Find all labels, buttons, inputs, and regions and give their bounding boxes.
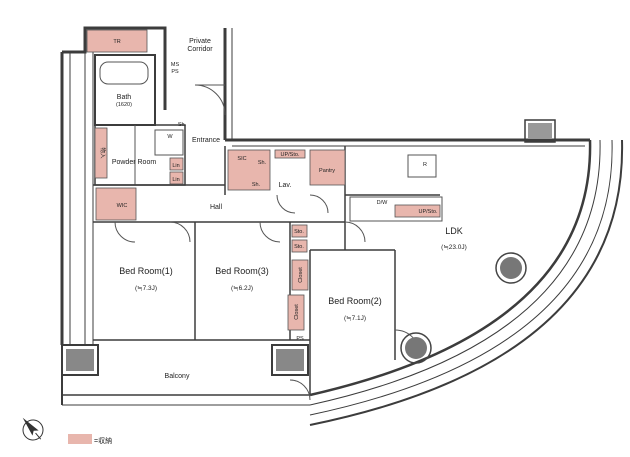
outer-walls: [60, 26, 624, 426]
label-tr: TR: [113, 39, 120, 45]
label-storage-vertical: 物入: [99, 147, 107, 159]
label-r: R: [423, 162, 427, 168]
label-bath: Bath: [117, 94, 132, 101]
label-bed1-area: (≒7.3J): [135, 285, 157, 292]
label-dw: D/W: [377, 200, 389, 206]
label-ms: MS: [171, 62, 180, 68]
label-w: W: [167, 134, 173, 140]
legend: =収納: [68, 434, 112, 445]
north-arrow-icon: [22, 417, 44, 441]
storage-tr: [86, 29, 148, 53]
label-bath-size: (1620): [116, 102, 132, 108]
storage-closet1: [291, 259, 309, 291]
label-bed3: Bed Room(3): [215, 266, 269, 276]
label-bed1: Bed Room(1): [119, 266, 173, 276]
toilet-cell: [407, 154, 437, 178]
interior-walls: [61, 54, 556, 395]
label-sh-entrance: Sh.: [178, 122, 187, 128]
label-ldk: LDK: [445, 226, 463, 236]
bathtub: [99, 61, 149, 85]
label-bed3-area: (≒6.2J): [231, 285, 253, 292]
label-sto2: Sto.: [294, 244, 304, 250]
label-sic-sh1: Sh.: [258, 160, 267, 166]
label-sic: SIC: [237, 156, 246, 162]
label-entrance: Entrance: [192, 137, 220, 144]
door-swings: [114, 84, 421, 401]
label-lin1: Lin: [172, 163, 179, 169]
label-bed2: Bed Room(2): [328, 296, 382, 306]
label-hall: Hall: [210, 204, 223, 211]
storage-vertical: [94, 127, 108, 179]
label-ps-mid: PS: [296, 336, 304, 342]
label-ps-top: PS: [171, 69, 179, 75]
label-pantry: Pantry: [319, 168, 335, 174]
legend-swatch: [68, 434, 92, 444]
label-balcony: Balcony: [165, 373, 190, 380]
storage-pantry: [309, 149, 346, 186]
storage-areas: [86, 29, 441, 331]
label-lin2: Lin: [172, 177, 179, 183]
label-sic-sh2: Sh.: [252, 182, 261, 188]
storage-sto1: [291, 224, 308, 238]
label-upsto: UP/Sto.: [281, 152, 300, 158]
room-labels: TR Private Corridor MS PS Bath (1620) Sh…: [99, 38, 467, 380]
label-private-corridor-1: Private: [189, 38, 211, 45]
label-private-corridor-2: Corridor: [187, 46, 213, 53]
kitchen-counter: [349, 196, 443, 222]
label-bed2-area: (≒7.1J): [344, 315, 366, 322]
storage-upsto: [274, 149, 306, 159]
label-wic: WIC: [117, 203, 128, 209]
label-powder-room: Powder Room: [112, 159, 157, 166]
storage-lin2: [169, 171, 184, 185]
label-closet2: Closet: [294, 304, 300, 320]
label-lav: Lav.: [279, 182, 292, 189]
storage-sto2: [291, 239, 308, 253]
storage-kitchen-upsto: [394, 204, 441, 218]
storage-lin1: [169, 157, 184, 171]
round-columns: [400, 252, 527, 364]
storage-closet2: [287, 294, 305, 331]
storage-wic: [95, 187, 137, 221]
label-ldk-area: (≒23.0J): [441, 244, 467, 251]
storage-sic: [227, 149, 271, 191]
label-closet1: Closet: [298, 267, 304, 283]
legend-text: =収納: [94, 436, 112, 445]
label-upsto-kitchen: UP/Sto.: [419, 209, 438, 215]
label-sto1: Sto.: [294, 229, 304, 235]
